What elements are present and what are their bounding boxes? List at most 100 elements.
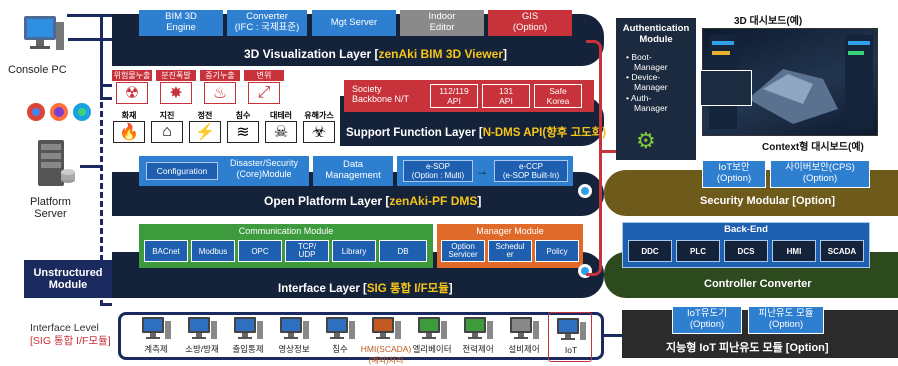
- policy-box: Policy: [535, 240, 579, 262]
- left-dashed-line: [100, 84, 112, 306]
- monitor-icon: [234, 317, 263, 339]
- device-item: 출입통제: [226, 312, 270, 362]
- eccp-box: e-CCP(e-SOP Built-In): [494, 160, 568, 182]
- esop-box: e-SOP(Option : Multi): [403, 160, 473, 182]
- disaster-icons-top: 위험물누출 분진폭발 증기누출 변위 ☢ ✸ ♨ ⤢: [108, 70, 286, 106]
- society-backbone-box: [344, 80, 594, 112]
- monitor-icon: [372, 317, 401, 339]
- db-box: DB: [379, 240, 427, 262]
- platform-server-label: Platform Server: [30, 196, 71, 221]
- device-label: 출입통제: [232, 344, 264, 354]
- device-label: 영상정보: [278, 344, 310, 354]
- device-label: 계측제: [144, 344, 168, 354]
- scada-box: SCADA: [820, 240, 864, 262]
- displacement-label: 변위: [244, 70, 284, 81]
- monitor-icon: [464, 317, 493, 339]
- monitor-icon: [510, 317, 539, 339]
- server-connector: [80, 165, 102, 168]
- left-connector-pc: [68, 38, 116, 41]
- dashboard-context-image: [700, 70, 752, 106]
- communication-module-title: Communication Module: [238, 226, 334, 236]
- dcs-box: DCS: [724, 240, 768, 262]
- fire-label: 화재: [121, 111, 137, 120]
- monitor-icon: [557, 318, 586, 340]
- device-item: 설비제어: [502, 312, 546, 362]
- console-pc-label: Console PC: [8, 64, 67, 76]
- interface-level-label: Interface Level [SIG 통합 I/F모듈]: [30, 322, 111, 347]
- browser-icons: [26, 100, 96, 124]
- device-row-bracket: [118, 312, 604, 360]
- auth-items: • Boot- Manager • Device- Manager • Auth…: [626, 51, 668, 113]
- device-label: 엘리베이터: [412, 344, 452, 354]
- left-connector-top: [67, 14, 101, 44]
- esop-to-eccp-arrow: →: [476, 164, 488, 178]
- monitor-icon: [326, 317, 355, 339]
- blackout-icon: ⚡: [189, 121, 221, 143]
- device-label: 전력제어: [462, 344, 494, 354]
- toxic-gas-icon: ☣: [303, 121, 335, 143]
- device-label: 침수: [332, 344, 348, 354]
- terror-label: 대테러: [269, 111, 293, 120]
- device-label: HMI(SCADA): [360, 344, 412, 354]
- plc-box: PLC: [676, 240, 720, 262]
- configuration-box: Configuration: [146, 162, 218, 180]
- unstructured-module: Unstructured Module: [24, 260, 112, 298]
- device-item: 계측제: [134, 312, 178, 362]
- support-layer-title: Support Function Layer [N-DMS API(향후 고도화…: [346, 127, 610, 139]
- hazmat-leak-label: 위험물누출: [112, 70, 152, 81]
- device-item: HMI(SCADA)(예외)처리: [361, 312, 411, 365]
- manager-module-title: Manager Module: [476, 226, 544, 236]
- iot-guide-box: IoT유도기(Option): [672, 306, 742, 334]
- bacnet-box: BACnet: [144, 240, 188, 262]
- console-pc-icon: [22, 14, 66, 54]
- disaster-security-label: Disaster/Security(Core)Module: [229, 158, 299, 179]
- iot-evacuation-title: 지능형 IoT 피난유도 모듈 [Option]: [666, 342, 829, 354]
- opc-box: OPC: [238, 240, 282, 262]
- toxic-gas-label: 유해가스: [304, 111, 334, 120]
- device-label: 설비제어: [508, 344, 540, 354]
- gis-box: GIS(Option): [488, 10, 572, 36]
- visualization-layer-title: 3D Visualization Layer [zenAki BIM 3D Vi…: [244, 47, 507, 61]
- device-label: IoT: [564, 345, 578, 355]
- steam-leak-label: 증기누출: [200, 70, 240, 81]
- steam-leak-icon: ♨: [204, 82, 236, 104]
- tcp-udp-box: TCP/UDP: [285, 240, 329, 262]
- device-label: 소방/방재: [185, 344, 219, 354]
- red-connector-mid: [602, 150, 616, 153]
- dust-explosion-icon: ✸: [160, 82, 192, 104]
- device-item: 영상정보: [272, 312, 316, 362]
- device-item: 엘리베이터: [410, 312, 454, 362]
- earthquake-icon: ⌂: [151, 121, 183, 143]
- device-item: 소방/방재: [180, 312, 224, 362]
- earthquake-label: 지진: [159, 111, 175, 120]
- controller-converter-title: Controller Converter: [704, 278, 812, 290]
- monitor-icon: [418, 317, 447, 339]
- blackout-label: 정전: [197, 111, 213, 120]
- iot-security-box: IoT보안(Option): [702, 160, 766, 188]
- security-modular-title: Security Modular [Option]: [700, 195, 836, 207]
- mgt-server-box: Mgt Server: [312, 10, 396, 36]
- left-bracket: [100, 14, 112, 100]
- modbus-box: Modbus: [191, 240, 235, 262]
- device-item: 침수: [318, 312, 362, 362]
- dust-explosion-label: 분진폭발: [156, 70, 196, 81]
- flood-icon: ≋: [227, 121, 259, 143]
- displacement-icon: ⤢: [248, 82, 280, 104]
- red-connector: [586, 40, 602, 276]
- fire-icon: 🔥: [113, 121, 145, 143]
- monitor-icon: [280, 317, 309, 339]
- auth-gear-icon: ⚙: [636, 128, 656, 153]
- platform-layer-title: Open Platform Layer [zenAki-PF DMS]: [264, 194, 482, 208]
- cyber-security-box: 사이버보안(CPS)(Option): [770, 160, 870, 188]
- platform-server-icon: [34, 138, 76, 192]
- terror-icon: ☠: [265, 121, 297, 143]
